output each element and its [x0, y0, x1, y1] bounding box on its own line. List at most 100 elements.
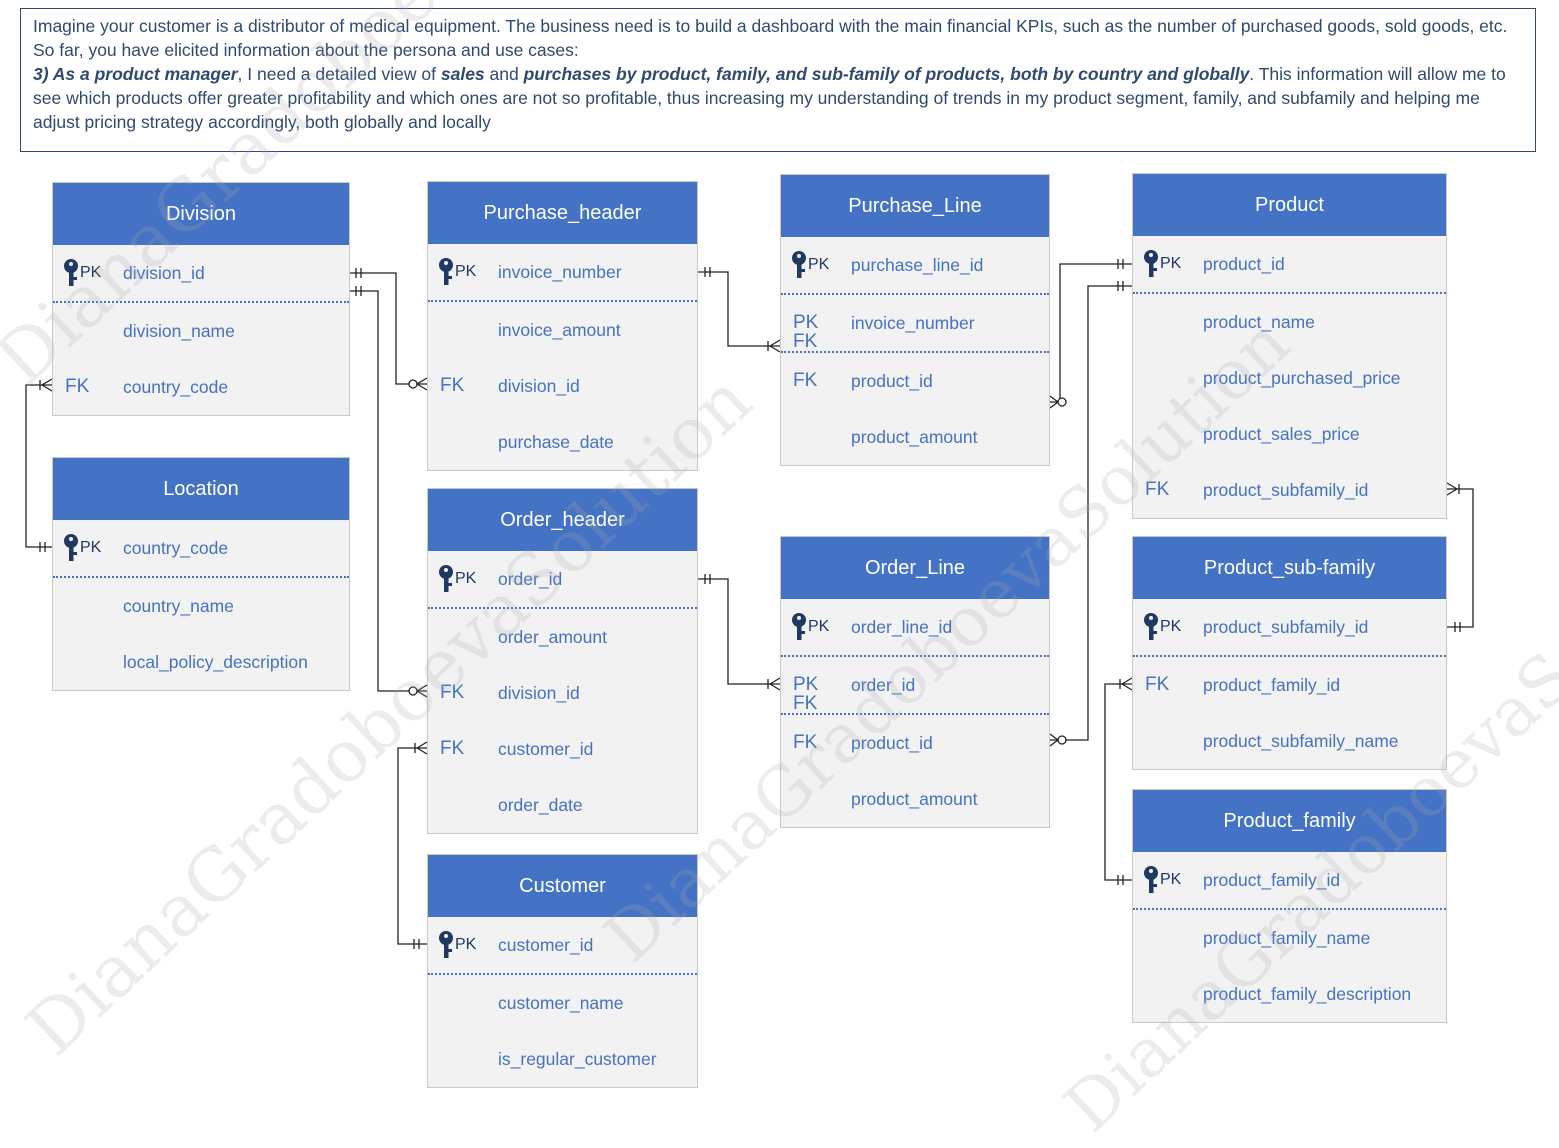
entity-title: Location	[53, 458, 349, 520]
attribute-row[interactable]: local_policy_description	[53, 634, 349, 690]
rel-division-order-header	[350, 290, 427, 692]
primary-key-marker: PK	[791, 237, 829, 293]
intro-line1: Imagine your customer is a distributor o…	[33, 16, 1508, 60]
attribute-row[interactable]: product_sales_price	[1133, 406, 1446, 462]
attribute-row[interactable]: FK product_id	[781, 715, 1049, 771]
key-icon	[1144, 865, 1158, 893]
fk-label: FK	[793, 732, 818, 753]
attribute-name: country_code	[123, 377, 229, 397]
attribute-name: customer_name	[498, 993, 624, 1013]
pk-label: PK	[793, 674, 819, 695]
entity-title: Product_sub-family	[1133, 537, 1446, 599]
attribute-row[interactable]: product_family_description	[1133, 966, 1446, 1022]
attribute-row[interactable]: country_name	[53, 578, 349, 634]
primary-key-marker: PK	[1143, 599, 1181, 655]
rel-order-header-line	[698, 578, 780, 685]
fk-label: FK	[440, 682, 465, 703]
attribute-row[interactable]: product_amount	[781, 409, 1049, 465]
attribute-row[interactable]: FK division_id	[428, 665, 697, 721]
attribute-name: country_name	[123, 596, 234, 616]
primary-key-marker: PK	[1143, 852, 1181, 908]
attribute-name: is_regular_customer	[498, 1049, 657, 1069]
rel-subfamily-product	[1447, 488, 1474, 628]
fk-label: FK	[440, 738, 465, 759]
attribute-row[interactable]: order_date	[428, 777, 697, 833]
attribute-name: invoice_amount	[498, 320, 621, 340]
attribute-name: product_id	[851, 371, 933, 391]
pk-label: PK	[1160, 618, 1182, 635]
attribute-row[interactable]: PK order_line_id	[781, 599, 1049, 657]
intro-text-1: , I need a detailed view of	[237, 64, 441, 84]
attribute-name: customer_id	[498, 935, 594, 955]
entity-title: Product_family	[1133, 790, 1446, 852]
pk-label: PK	[1160, 255, 1182, 272]
attribute-name: product_id	[851, 733, 933, 753]
intro-text-3: . This information will allow me to see …	[33, 64, 1506, 132]
intro-text-2: and	[484, 64, 524, 84]
attribute-row[interactable]: product_name	[1133, 294, 1446, 350]
attribute-row[interactable]: product_amount	[781, 771, 1049, 827]
attribute-row[interactable]: is_regular_customer	[428, 1031, 697, 1087]
intro-highlight-persona: 3) As a product manager	[33, 64, 238, 84]
attribute-row[interactable]: customer_name	[428, 975, 697, 1031]
primary-key-marker: PK	[438, 551, 476, 607]
attribute-name: division_id	[498, 376, 580, 396]
attribute-name: division_name	[123, 321, 235, 341]
rel-product-purchase-line	[1050, 263, 1132, 403]
primary-key-marker: PK	[791, 599, 829, 655]
attribute-row[interactable]: product_subfamily_name	[1133, 713, 1446, 769]
attribute-name: order_date	[498, 795, 583, 815]
entity-title: Customer	[428, 855, 697, 917]
intro-highlight-purchases: purchases by product, family, and sub-fa…	[523, 64, 1250, 84]
key-icon	[1144, 249, 1158, 277]
attribute-name: order_id	[851, 675, 916, 695]
attribute-name: product_sales_price	[1203, 424, 1360, 444]
attribute-row[interactable]: invoice_amount	[428, 302, 697, 358]
entity-title: Purchase_Line	[781, 175, 1049, 237]
attribute-name: order_line_id	[851, 617, 953, 637]
attribute-name: division_id	[498, 683, 580, 703]
pk-label: PK	[455, 263, 477, 280]
pk-label: PK	[455, 570, 477, 587]
attribute-row[interactable]: product_purchased_price	[1133, 350, 1446, 406]
attribute-name: country_code	[123, 538, 229, 558]
entity-title: Order_Line	[781, 537, 1049, 599]
attribute-row[interactable]: product_family_name	[1133, 910, 1446, 966]
pk-label: PK	[793, 312, 819, 333]
attribute-row[interactable]: purchase_date	[428, 414, 697, 470]
key-icon	[792, 612, 806, 640]
attribute-row[interactable]: division_name	[53, 303, 349, 359]
attribute-name: product_amount	[851, 789, 978, 809]
rel-location-division	[25, 384, 52, 548]
attribute-row[interactable]: order_amount	[428, 609, 697, 665]
attribute-name: product_subfamily_id	[1203, 480, 1369, 500]
attribute-name: product_purchased_price	[1203, 368, 1401, 388]
